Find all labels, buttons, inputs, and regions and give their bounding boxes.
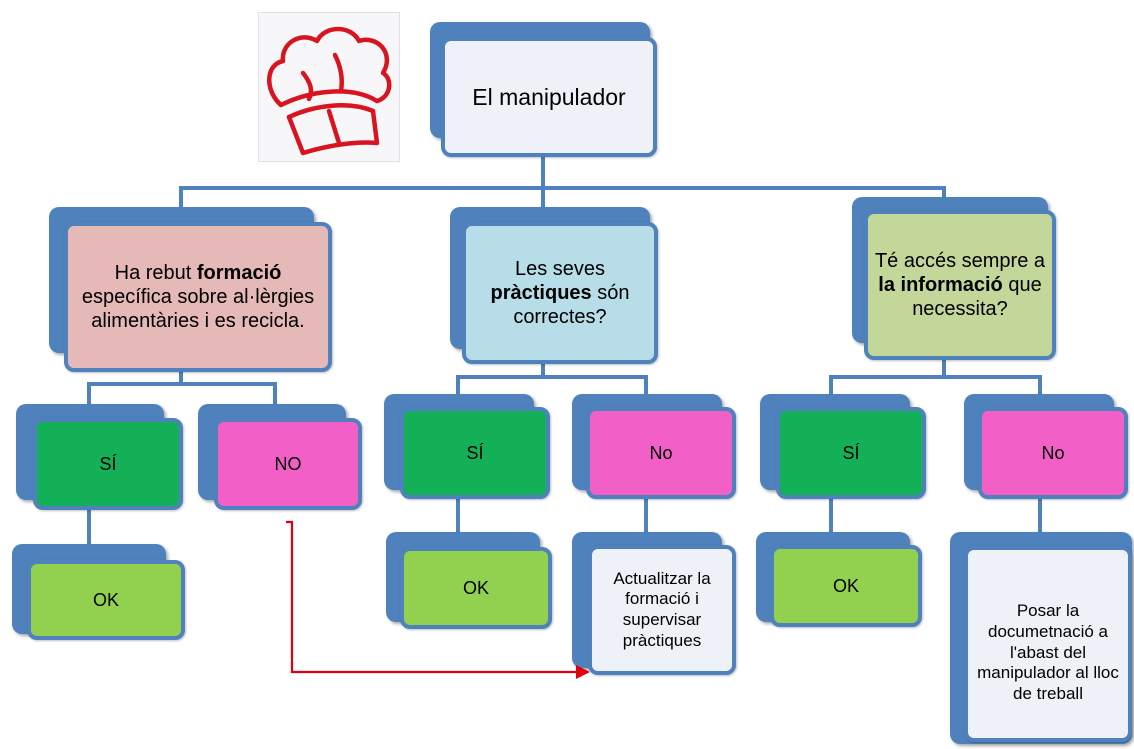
q3-ok-label: OK — [832, 575, 859, 596]
question-training-fragment: específica sobre al·lèrgies alimentàries… — [81, 286, 315, 332]
q2-yes-node: SÍ — [400, 407, 550, 499]
q1-yes-label: SÍ — [99, 453, 117, 474]
q3-no-label: No — [1041, 442, 1065, 463]
q3-yes-node: SÍ — [776, 407, 926, 499]
question-information-fragment: la informació — [878, 274, 1003, 296]
q2-no-label: No — [649, 442, 673, 463]
question-training-fragment: formació — [196, 262, 282, 284]
q2-action-label: Actualitzar la formació i supervisar prà… — [613, 568, 711, 650]
question-training: Ha rebut formació específica sobre al·lè… — [64, 222, 332, 372]
question-practices-label: Les seves pràctiques són correctes? — [472, 257, 648, 329]
q3-action-node: Posar la documetnació a l'abast del mani… — [964, 546, 1132, 742]
question-information: Té accés sempre a la informació que nece… — [864, 210, 1056, 360]
question-practices-fragment: Les seves — [514, 258, 606, 280]
q3-yes-label: SÍ — [842, 442, 860, 463]
question-practices-fragment: pràctiques — [490, 282, 592, 304]
q3-ok-node: OK — [770, 545, 922, 627]
q1-no-label: NO — [274, 453, 302, 474]
q1-no-node: NO — [214, 418, 362, 510]
q3-no-node: No — [978, 407, 1128, 499]
root-node: El manipulador — [441, 37, 657, 157]
q3-action-label: Posar la documetnació a l'abast del mani… — [977, 601, 1119, 704]
question-training-fragment: Ha rebut — [114, 262, 197, 284]
q2-ok-node: OK — [400, 547, 552, 629]
q1-ok-node: OK — [27, 560, 185, 640]
q1-ok-label: OK — [92, 589, 119, 610]
q2-no-node: No — [586, 407, 736, 499]
question-information-fragment: que necessita? — [912, 274, 1042, 320]
q2-action-node: Actualitzar la formació i supervisar prà… — [588, 545, 736, 675]
question-information-label: Té accés sempre a la informació que nece… — [874, 249, 1046, 321]
q2-ok-label: OK — [462, 577, 489, 598]
question-practices: Les seves pràctiques són correctes? — [462, 222, 658, 364]
root-node-label: El manipulador — [472, 83, 626, 110]
question-information-fragment: Té accés sempre a — [874, 250, 1046, 272]
question-training-label: Ha rebut formació específica sobre al·lè… — [74, 261, 322, 333]
arrow-right-icon — [576, 665, 590, 679]
q2-yes-label: SÍ — [466, 442, 484, 463]
question-practices-fragment: són correctes? — [513, 282, 630, 328]
chef-hat-icon — [258, 12, 400, 162]
arrow-line — [286, 520, 578, 674]
q1-yes-node: SÍ — [33, 418, 183, 510]
